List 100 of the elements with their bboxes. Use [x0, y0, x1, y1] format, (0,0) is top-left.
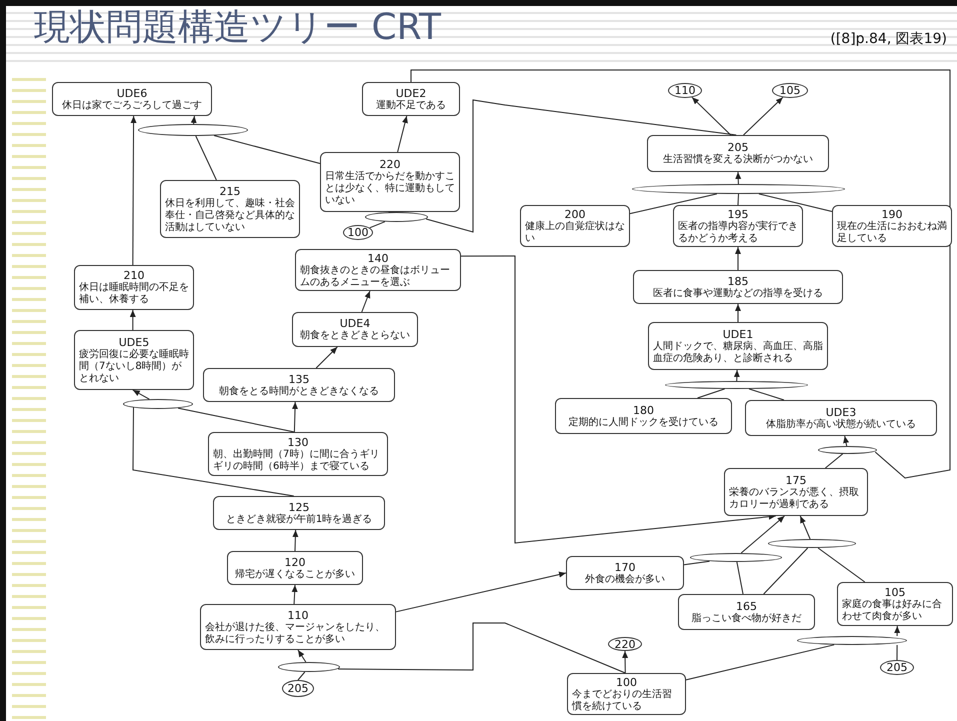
arrow	[292, 584, 298, 604]
node-text: 休日を利用して、趣味・社会奉仕・自己啓発など具体的な活動はしていない	[165, 198, 295, 234]
node-number: UDE6	[116, 86, 148, 100]
node-text: 生活習慣を変える決断がつかない	[663, 154, 813, 166]
cause-box	[837, 582, 953, 626]
cause-box	[633, 270, 843, 304]
node-number: UDE4	[340, 317, 370, 330]
cause-box	[648, 322, 828, 370]
cause-box	[555, 398, 732, 434]
node-number: 215	[220, 184, 240, 198]
node-number: UDE2	[396, 86, 426, 100]
node-text: 人間ドックで、糖尿病、高血圧、高脂血症の危険あり、と診断される	[653, 340, 823, 364]
node-text: 現在の生活におおむね満足している	[837, 220, 947, 244]
reference-number: 220	[614, 638, 636, 650]
node-text: 帰宅が遅くなることが多い	[235, 568, 355, 580]
connector-line	[630, 193, 718, 214]
arrow	[743, 96, 784, 136]
connector-line	[738, 194, 739, 206]
cause-box	[295, 249, 461, 291]
source-note: ([8]p.84, 図表19)	[830, 30, 947, 48]
arrow	[734, 370, 740, 382]
arrow	[692, 96, 732, 136]
node-text: 今までどおりの生活習慣を続けている	[572, 688, 673, 712]
connector-line	[896, 644, 898, 660]
node-text: 会社が退けた後、マージャンをしたり、飲みに行ったりすることが多い	[205, 622, 386, 646]
node-text: 医者の指導内容が実行できるかどうか考える	[678, 220, 798, 244]
connector-line	[195, 136, 217, 180]
node-text: 栄養のバランスが悪く、摂取カロリーが過剰である	[729, 486, 860, 510]
cause-box	[673, 205, 803, 247]
reference-number: 105	[780, 84, 800, 97]
arrow	[396, 572, 566, 612]
cause-box	[52, 82, 212, 116]
arrow	[361, 290, 370, 312]
node-text: 朝、出勤時間（7時）に間に合うギリギリの時間（6時半）まで寝ている	[213, 448, 380, 472]
node-number: 200	[564, 208, 586, 220]
reference-number: 205	[886, 661, 908, 674]
node-number: 220	[380, 158, 400, 170]
cause-box	[320, 152, 460, 212]
connector-line	[426, 99, 737, 233]
node-number: 135	[288, 372, 310, 386]
node-number: 165	[736, 600, 757, 612]
arrow	[130, 310, 136, 330]
connector-line	[824, 453, 844, 468]
node-text: 脂っこい食べ物が好きだ	[692, 612, 802, 624]
cause-box	[832, 205, 952, 247]
arrow	[894, 626, 900, 636]
node-text: 朝食をときどきとらない	[300, 330, 410, 342]
arrow	[735, 304, 741, 322]
node-number: 100	[616, 676, 637, 688]
arrow	[292, 402, 298, 432]
connector-line	[338, 622, 626, 674]
node-text: 休日は家でごろごろして過ごす	[62, 100, 202, 112]
connector-line	[758, 193, 832, 212]
cause-box	[520, 205, 630, 247]
node-number: UDE5	[118, 336, 150, 348]
node-number: 130	[288, 436, 308, 448]
node-number: UDE1	[722, 328, 754, 340]
arrow	[800, 516, 811, 540]
node-text: 定期的に人間ドックを受けている	[568, 416, 718, 428]
connector-line	[686, 644, 835, 680]
arrow	[397, 116, 408, 152]
node-number: UDE3	[826, 406, 856, 418]
connector-line	[763, 548, 808, 594]
connector-line	[369, 221, 386, 228]
cause-box	[362, 82, 460, 116]
node-text: 朝食をとる時間がときどきなくなる	[219, 386, 379, 398]
cause-box	[203, 368, 395, 402]
node-number: 205	[728, 141, 748, 154]
connector-line	[736, 562, 744, 594]
node-number: 185	[728, 274, 748, 288]
node-text: 体脂肪率が高い状態が続いている	[766, 418, 916, 430]
node-number: 175	[786, 474, 806, 486]
cause-box	[724, 468, 868, 516]
arrow	[740, 516, 785, 554]
node-number: 120	[284, 556, 306, 568]
cause-box	[213, 496, 385, 530]
cause-box	[74, 265, 194, 310]
reference-number: 110	[674, 84, 696, 97]
connector-line	[684, 560, 710, 566]
arrow	[622, 650, 628, 674]
connector-line	[132, 406, 294, 496]
node-text: 健康上の自覚症状はない	[525, 220, 625, 244]
arrow	[460, 256, 776, 544]
reference-number: 205	[288, 682, 308, 695]
node-text: 休日は睡眠時間の不足を補い、休養する	[79, 282, 189, 306]
cause-box	[200, 604, 396, 650]
cause-box	[647, 135, 829, 172]
node-text: 医者に食事や運動などの指導を受ける	[653, 288, 823, 300]
arrow	[132, 390, 150, 400]
node-number: 210	[124, 269, 144, 282]
reference-number: 100	[348, 226, 368, 239]
arrow	[130, 116, 137, 266]
node-number: 195	[728, 208, 748, 220]
connector-line	[214, 135, 320, 164]
arrow	[190, 116, 197, 124]
node-number: 125	[288, 500, 310, 514]
arrow	[298, 650, 306, 662]
cause-box	[74, 330, 194, 390]
cause-box	[292, 312, 418, 347]
connector-line	[178, 408, 295, 432]
